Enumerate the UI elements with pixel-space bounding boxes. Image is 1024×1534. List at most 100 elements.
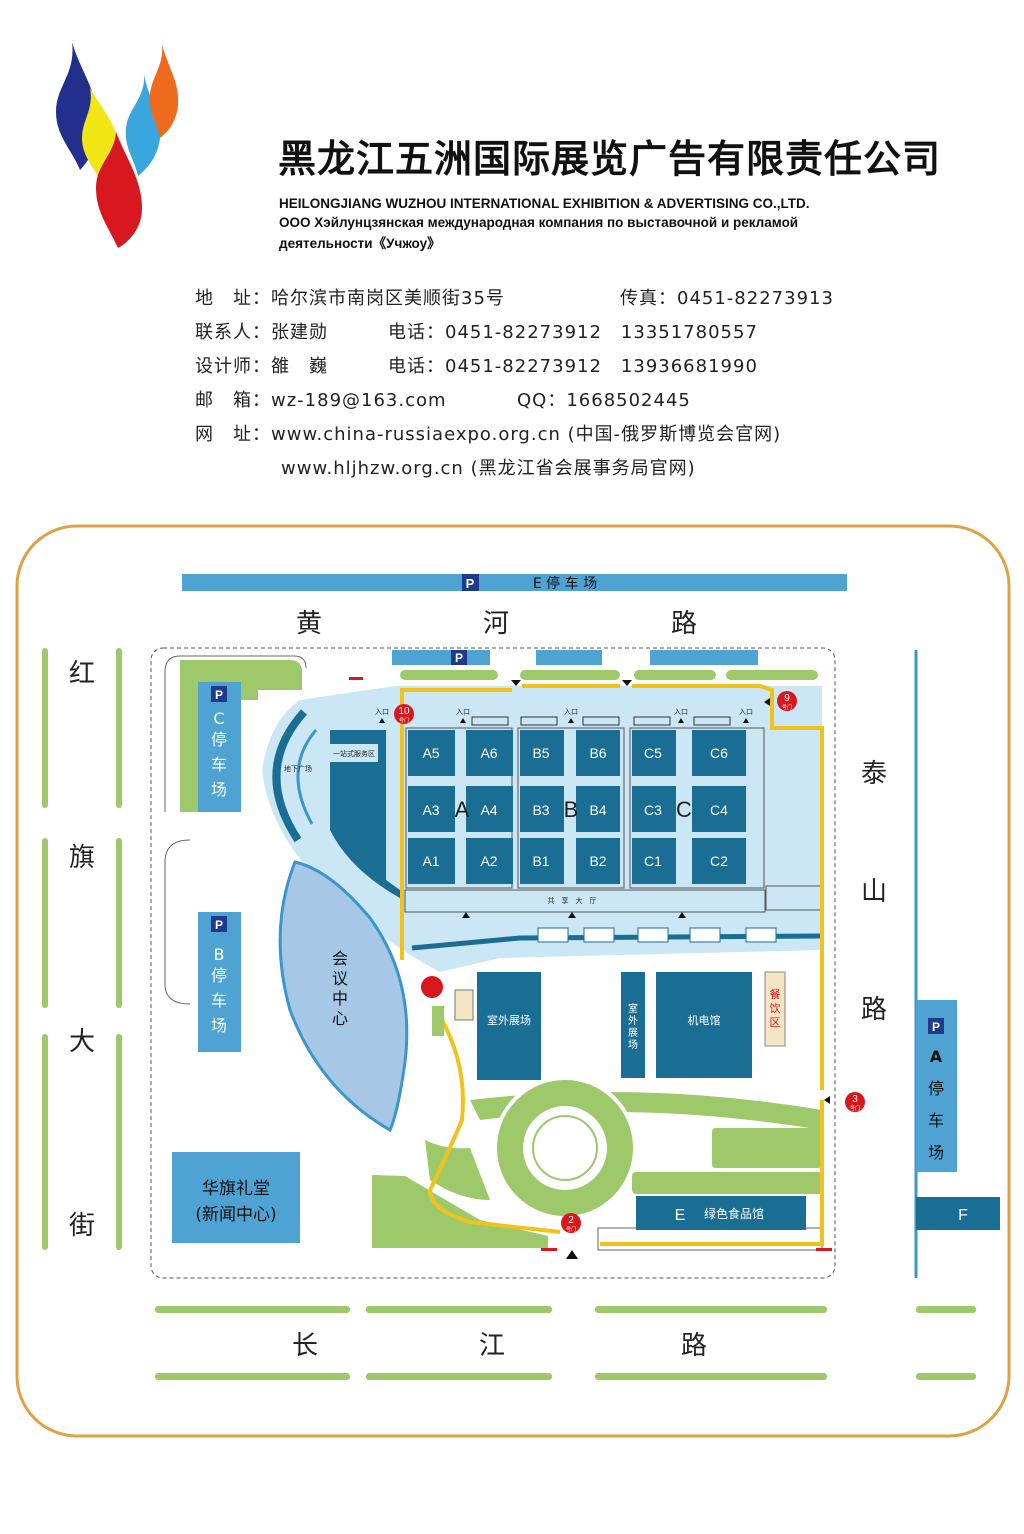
designer-text: 设计师：雒 巍 xyxy=(195,356,328,377)
road-west-char-2: 大 xyxy=(69,1027,95,1057)
hall-a4-label: A4 xyxy=(480,802,497,818)
barrier-icon xyxy=(541,1248,557,1251)
website1-link[interactable]: 网 址：www.china-russiaexpo.org.cn (中国-俄罗斯博… xyxy=(195,424,782,445)
hall-a6-label: A6 xyxy=(480,745,497,761)
zone-b-label: B xyxy=(564,797,579,822)
zone-c-label: C xyxy=(676,797,692,822)
hall-a3[interactable] xyxy=(408,786,455,832)
dining-area-label-0: 餐 xyxy=(770,987,781,1001)
zone-a-label: A xyxy=(455,797,470,822)
hall-c6-label: C6 xyxy=(710,745,728,761)
gate-9-marker[interactable] xyxy=(777,691,797,711)
electromechanical-hall[interactable] xyxy=(656,972,752,1078)
qq-text: QQ：1668502445 xyxy=(517,390,691,411)
c-parking-label-3: 场 xyxy=(211,780,227,799)
west-green-strip xyxy=(42,648,48,808)
green-food-hall-label: 绿色食品馆 xyxy=(704,1206,764,1221)
outdoor-area-2-label-0: 室 xyxy=(628,1002,638,1015)
hall-b5[interactable] xyxy=(520,730,564,776)
hall-a1[interactable] xyxy=(408,838,455,884)
entrance-label: 入口 xyxy=(375,708,389,716)
hall-c2[interactable] xyxy=(692,838,746,884)
designer-phone-text: 电话：0451-82273912 13936681990 xyxy=(388,356,758,377)
conference-center-label-3: 心 xyxy=(332,1009,348,1028)
hall-a5[interactable] xyxy=(408,730,455,776)
outdoor-area-2-label-3: 场 xyxy=(628,1038,638,1051)
hall-b2-label: B2 xyxy=(589,853,606,869)
escalator-icon xyxy=(693,716,731,726)
hall-b2[interactable] xyxy=(576,838,620,884)
gate-2-marker[interactable] xyxy=(561,1213,581,1233)
shared-hall-arrow-icon xyxy=(678,912,686,918)
dining-area[interactable] xyxy=(764,971,786,1047)
road-north-char-2: 路 xyxy=(671,609,697,639)
gate-10-marker[interactable] xyxy=(394,704,414,724)
dining-area-label-2: 区 xyxy=(770,1016,781,1029)
south-green-strip xyxy=(916,1306,976,1313)
a-parking-p-icon xyxy=(928,1018,944,1034)
south-green-strip xyxy=(155,1306,350,1313)
main-gate-arrow-icon xyxy=(566,1250,578,1259)
hall-c3-label: C3 xyxy=(644,802,662,818)
underground-plaza-arc-inner xyxy=(296,729,318,825)
shared-hall-arrow-icon xyxy=(568,912,576,918)
hall-b3-label: B3 xyxy=(532,802,549,818)
hall-b3[interactable] xyxy=(520,786,564,832)
huaqi-hall[interactable] xyxy=(172,1152,300,1243)
road-east-char-0: 泰 xyxy=(861,759,887,789)
hall-c1[interactable] xyxy=(632,838,676,884)
service-area-building xyxy=(330,730,400,898)
outdoor-area-2[interactable] xyxy=(621,972,645,1078)
hall-b1[interactable] xyxy=(520,838,564,884)
green-strip-along-route xyxy=(432,1006,444,1036)
hall-b6[interactable] xyxy=(576,730,620,776)
south-green-strip xyxy=(916,1373,976,1380)
hall-b4[interactable] xyxy=(576,786,620,832)
site-boundary xyxy=(150,647,836,1279)
gate-3-marker[interactable] xyxy=(845,1092,865,1112)
service-area-label-bg xyxy=(330,744,378,762)
entrance-arrow-icon xyxy=(379,718,385,723)
a-parking-label-1: 停 xyxy=(928,1079,944,1098)
hall-c5[interactable] xyxy=(632,730,676,776)
hall-c3[interactable] xyxy=(632,786,676,832)
b-parking-lot xyxy=(198,912,241,1052)
b-parking-label-2: 车 xyxy=(211,991,227,1010)
company-name-en: HEILONGJIANG WUZHOU INTERNATIONAL EXHIBI… xyxy=(279,196,810,211)
hall-c4[interactable] xyxy=(692,786,746,832)
entrance-arrow-icon xyxy=(678,718,684,723)
outdoor-area-1[interactable] xyxy=(477,972,541,1080)
building-pavilion xyxy=(745,927,777,943)
north-parking-strip xyxy=(392,650,490,665)
small-kiosk xyxy=(454,989,474,1021)
hall-c6[interactable] xyxy=(692,730,746,776)
outdoor-area-1-label: 室外展场 xyxy=(487,1013,531,1027)
shared-hall-label: 共 享 大 厅 xyxy=(548,896,597,905)
yellow-route xyxy=(400,684,824,1090)
hall-a6[interactable] xyxy=(466,730,513,776)
contact-person-text: 联系人：张建勋 xyxy=(195,322,328,343)
route-direction-icon xyxy=(511,680,521,686)
address-text: 地 址：哈尔滨市南岗区美顺街35号 xyxy=(195,288,505,309)
hall-c2-label: C2 xyxy=(710,853,728,869)
barrier-icon xyxy=(349,677,363,680)
green-plaza-gate-area xyxy=(597,1227,823,1251)
f-lot xyxy=(916,1197,1000,1230)
conference-center-label-2: 中 xyxy=(332,989,348,1008)
hall-a4[interactable] xyxy=(466,786,513,832)
gate-2-number: 2 xyxy=(568,1215,574,1226)
green-food-hall[interactable] xyxy=(636,1196,806,1230)
west-green-strip xyxy=(116,648,122,808)
hall-a2[interactable] xyxy=(466,838,513,884)
e-parking-p-letter: P xyxy=(466,576,475,591)
email-link[interactable]: 邮 箱：wz-189@163.com xyxy=(195,390,447,411)
conference-center-label-0: 会 xyxy=(332,949,348,968)
north-parking-p-letter: P xyxy=(455,651,463,665)
green-plaza-south-east xyxy=(632,1172,822,1194)
gate-9-number: 9 xyxy=(784,693,790,704)
website2-link[interactable]: www.hljhzw.org.cn (黑龙江省会展事务局官网) xyxy=(281,458,696,479)
south-green-strip xyxy=(366,1306,552,1313)
shared-hall-arrow-icon xyxy=(462,912,470,918)
hall-a1-label: A1 xyxy=(422,853,439,869)
